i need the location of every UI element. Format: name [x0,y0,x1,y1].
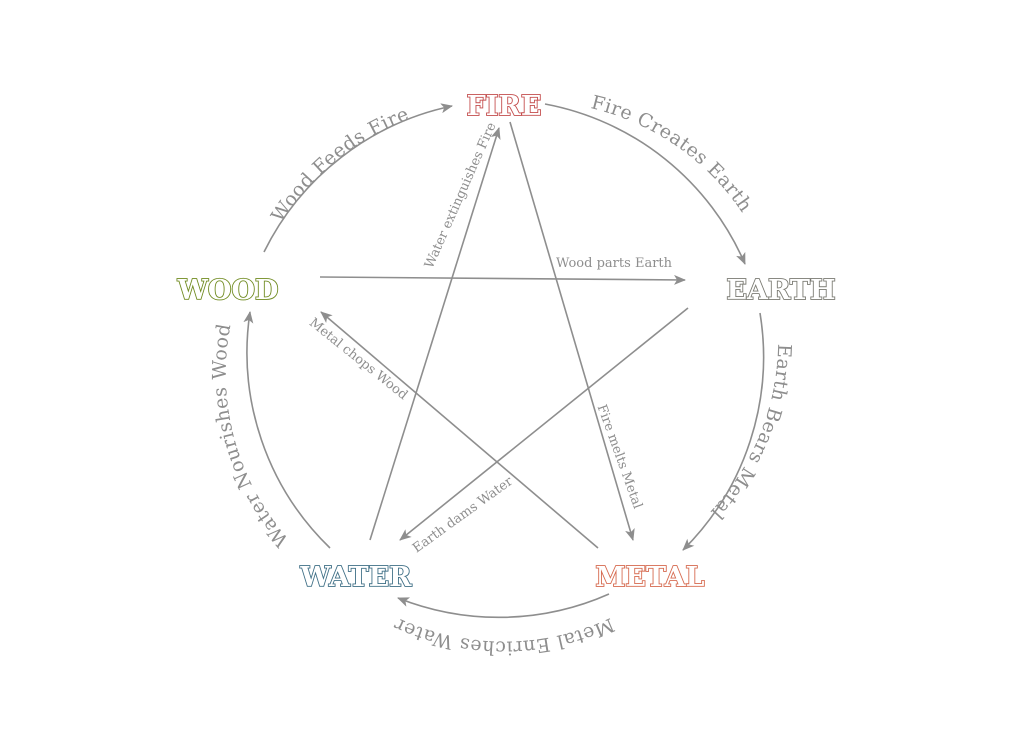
arrow-wood-feeds-fire [263,103,453,253]
arrow-metal-enriches-water [397,593,610,619]
label-metal-chops-wood: Metal chops Wood [306,315,410,403]
label-fire-creates-earth: Fire Creates Earth [589,91,757,216]
element-earth: EARTH [726,275,835,306]
arrow-metal-chops-wood [320,311,599,549]
label-water-nourishes-wood: Water Nourishes Wood [209,322,293,551]
label-metal-enriches-water: Metal Enriches Water [390,613,617,659]
element-metal: METAL [595,562,704,593]
element-fire: FIRE [467,91,542,122]
arrow-fire-creates-earth [544,103,746,265]
label-wood-feeds-fire: Wood Feeds Fire [267,103,412,226]
arrow-earth-dams-water [399,307,689,541]
arrow-water-extinguishes-fire [369,127,501,541]
arrow-fire-melts-metal [509,121,635,541]
label-earth-dams-water: Earth dams Water [410,474,516,557]
arrow-water-nourishes-wood [243,311,331,549]
label-earth-bears-metal: Earth Bears Metal [706,344,795,524]
arrow-earth-bears-metal [682,312,765,551]
arrow-wood-parts-earth [319,274,686,285]
element-water: WATER [299,562,412,593]
label-wood-parts-earth: Wood parts Earth [556,256,673,271]
element-wood: WOOD [177,275,279,306]
